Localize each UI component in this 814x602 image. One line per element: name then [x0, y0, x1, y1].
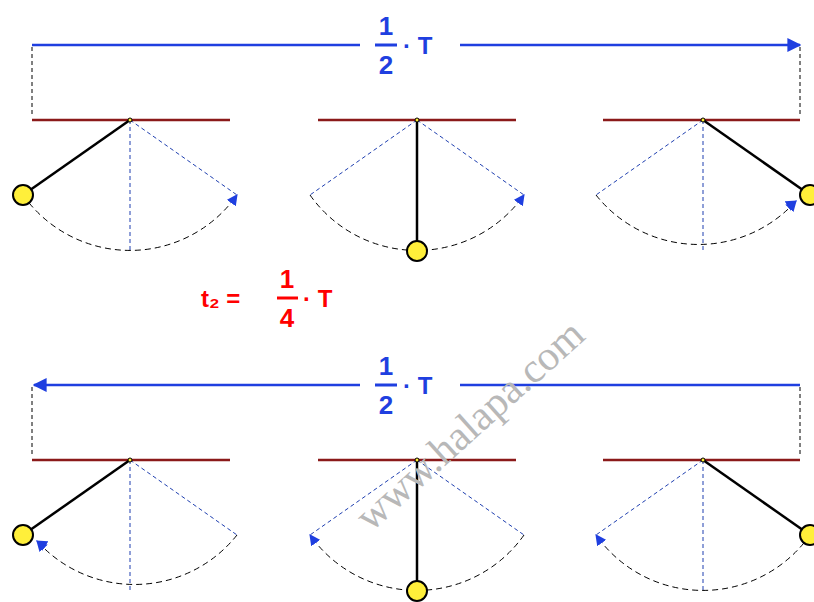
swing-arrow [37, 201, 796, 549]
fraction-denominator: 2 [379, 392, 393, 418]
guide-line [130, 120, 703, 591]
fraction-denominator: 4 [280, 305, 294, 331]
fraction-denominator: 2 [379, 52, 393, 78]
period-symbol: · T [403, 374, 432, 398]
period-symbol: · T [403, 34, 432, 58]
pendulum-bob [13, 185, 814, 601]
period-symbol: · T [303, 287, 332, 311]
fraction-bar [277, 297, 298, 300]
time-label: t₂ = [201, 287, 240, 311]
watermark: www.halapa.com [348, 312, 592, 538]
pendulum-rod [23, 120, 810, 591]
fraction-numerator: 1 [379, 353, 393, 379]
pivot [128, 118, 705, 462]
fraction-numerator: 1 [379, 13, 393, 39]
fraction-numerator: 1 [280, 266, 294, 292]
ceiling [32, 120, 800, 460]
swing-arc [23, 195, 810, 590]
